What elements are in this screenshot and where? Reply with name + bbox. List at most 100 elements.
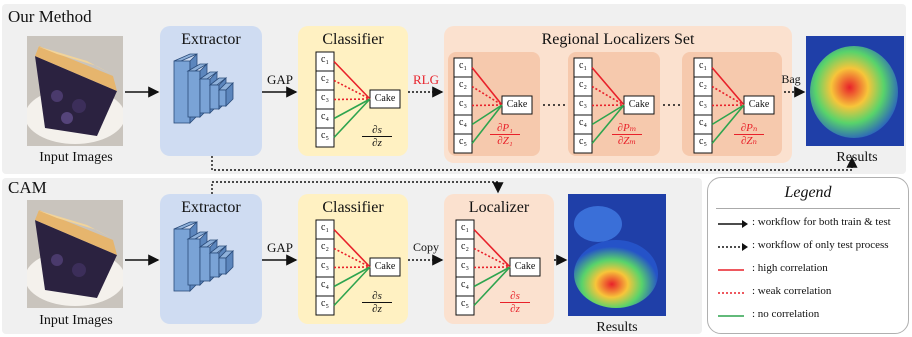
bag-label: Bag — [781, 72, 801, 86]
classifier-bottom-channel-label-3: c₃ — [321, 260, 329, 271]
localizer-bottom-channel-label-2: c₂ — [461, 241, 469, 252]
localizer-bottom-gradient-den: ∂z — [510, 303, 520, 315]
localizer-bottom-link-4 — [473, 266, 511, 288]
localizer-1-cake-label: Cake — [506, 99, 528, 110]
legend-item-3: : high correlation — [716, 262, 906, 278]
classifier-top-link-5 — [333, 98, 371, 139]
localizer-m-channel-label-1: c₁ — [579, 60, 587, 71]
localizer-n-channel-label-1: c₁ — [699, 60, 707, 71]
classifier-top-channel-label-4: c₄ — [321, 111, 329, 122]
legend-swatch-4 — [718, 292, 744, 294]
localizer-1-channel-label-5: c₅ — [459, 136, 467, 147]
classifier-bottom-channel-label-5: c₅ — [321, 298, 329, 309]
localizer-bottom-link-5 — [473, 266, 511, 307]
localizer-n-channel-label-2: c₂ — [699, 79, 707, 90]
input-image-top — [27, 36, 123, 146]
classifier-title-bottom: Classifier — [322, 199, 384, 216]
localizer-bottom-gradient-num: ∂s — [500, 290, 530, 303]
legend: Legend : workflow for both train & test:… — [707, 177, 909, 334]
extractor-title-bottom: Extractor — [181, 199, 241, 216]
localizer-bottom-cake-label: Cake — [514, 261, 536, 272]
localizer-m-link-4 — [591, 104, 625, 126]
localizer-m-cake-label: Cake — [628, 99, 650, 110]
localizer-1-link-3 — [471, 104, 503, 107]
localizer-bottom-channel-label-4: c₄ — [461, 279, 469, 290]
localizer-m-channel-label-2: c₂ — [579, 79, 587, 90]
legend-swatch-2 — [718, 243, 748, 251]
localizer-1-channel-label-3: c₃ — [459, 98, 467, 109]
classifier-bottom-gradient-den: ∂z — [372, 303, 382, 315]
localizer-n-link-4 — [711, 104, 745, 126]
classifier-top-link-1 — [333, 60, 371, 100]
localizer-m-channel-label-5: c₅ — [579, 136, 587, 147]
localizer-m-gradient: ∂Pₘ∂Zₘ — [612, 122, 642, 147]
classifier-bottom-channel-label-4: c₄ — [321, 279, 329, 290]
copy-label: Copy — [412, 240, 439, 254]
localizer-bottom-channel-label-3: c₃ — [461, 260, 469, 271]
localizer-bottom-link-2 — [473, 247, 511, 268]
localizer-n-gradient: ∂Pₙ∂Zₙ — [734, 122, 764, 147]
rlg-label: RLG — [413, 72, 439, 87]
localizer-n-link-5 — [711, 104, 745, 145]
classifier-bottom-channel-label-1: c₁ — [321, 222, 329, 233]
legend-swatch-1 — [718, 220, 748, 228]
localizer-m-link-3 — [591, 104, 625, 107]
classifier-bottom-cake-label: Cake — [374, 261, 396, 272]
legend-item-text-1: : workflow for both train & test — [752, 216, 891, 228]
legend-swatch-arrowhead-1 — [742, 220, 748, 228]
classifier-top-gradient: ∂s∂z — [362, 124, 392, 149]
legend-item-text-4: : weak correlation — [752, 285, 832, 297]
localizer-1-gradient: ∂P₁∂Z₁ — [490, 122, 520, 147]
classifier-bottom-channel-label-2: c₂ — [321, 241, 329, 252]
localizer-1-link-1 — [471, 67, 503, 106]
extractor-title-top: Extractor — [181, 31, 241, 48]
classifier-top-gradient-num: ∂s — [362, 124, 392, 137]
results-caption-bottom: Results — [596, 320, 638, 335]
classifier-top-link-4 — [333, 98, 371, 120]
classifier-bottom-link-1 — [333, 228, 371, 268]
localizer-m-gradient-den: ∂Zₘ — [617, 135, 637, 147]
localizer-title-bottom: Localizer — [468, 199, 530, 216]
localizer-m-link-5 — [591, 104, 625, 145]
localizer-1-gradient-den: ∂Z₁ — [497, 135, 513, 147]
localizer-n-cake-label: Cake — [748, 99, 770, 110]
input-images-caption-bottom: Input Images — [39, 313, 113, 328]
localizer-1-channel-label-1: c₁ — [459, 60, 467, 71]
localizer-1-link-2 — [471, 85, 503, 106]
legend-swatch-5 — [718, 315, 744, 317]
localizer-bottom-channel-label-5: c₅ — [461, 298, 469, 309]
cam-title: CAM — [8, 178, 47, 197]
localizer-m-channel-label-4: c₄ — [579, 117, 587, 128]
classifier-top-link-2 — [333, 79, 371, 100]
localizer-1-gradient-num: ∂P₁ — [490, 122, 520, 135]
gap-label-top: GAP — [266, 72, 293, 87]
classifier-top-cake-label: Cake — [374, 93, 396, 104]
localizer-m-gradient-num: ∂Pₘ — [612, 122, 642, 135]
localizer-1-channel-label-4: c₄ — [459, 117, 467, 128]
classifier-bottom-link-4 — [333, 266, 371, 288]
classifier-top-channel-label-5: c₅ — [321, 130, 329, 141]
input-image-bottom — [27, 200, 123, 308]
localizer-bottom-channel-label-1: c₁ — [461, 222, 469, 233]
localizer-bottom-link-1 — [473, 228, 511, 268]
extractor-bottom-layer-5-side — [225, 250, 234, 275]
legend-item-5: : no correlation — [716, 308, 906, 324]
localizer-1-link-5 — [471, 104, 503, 144]
result-heatmap-bottom — [568, 194, 666, 316]
connector-extractor-to-results-top — [211, 156, 858, 171]
localizer-n-gradient-num: ∂Pₙ — [734, 122, 764, 135]
our-method-title: Our Method — [8, 7, 92, 26]
legend-item-text-5: : no correlation — [752, 308, 820, 320]
localizer-1-link-4 — [471, 104, 503, 126]
classifier-top-gradient-den: ∂z — [372, 137, 382, 149]
legend-item-text-2: : workflow of only test process — [752, 239, 889, 251]
legend-title: Legend — [784, 184, 832, 201]
classifier-top-channel-label-3: c₃ — [321, 92, 329, 103]
classifier-title-top: Classifier — [322, 31, 384, 48]
legend-swatch-arrowhead-2 — [742, 243, 748, 251]
localizer-n-channel-label-4: c₄ — [699, 117, 707, 128]
localizer-n-channel-label-5: c₅ — [699, 136, 707, 147]
classifier-bottom-gradient-num: ∂s — [362, 290, 392, 303]
